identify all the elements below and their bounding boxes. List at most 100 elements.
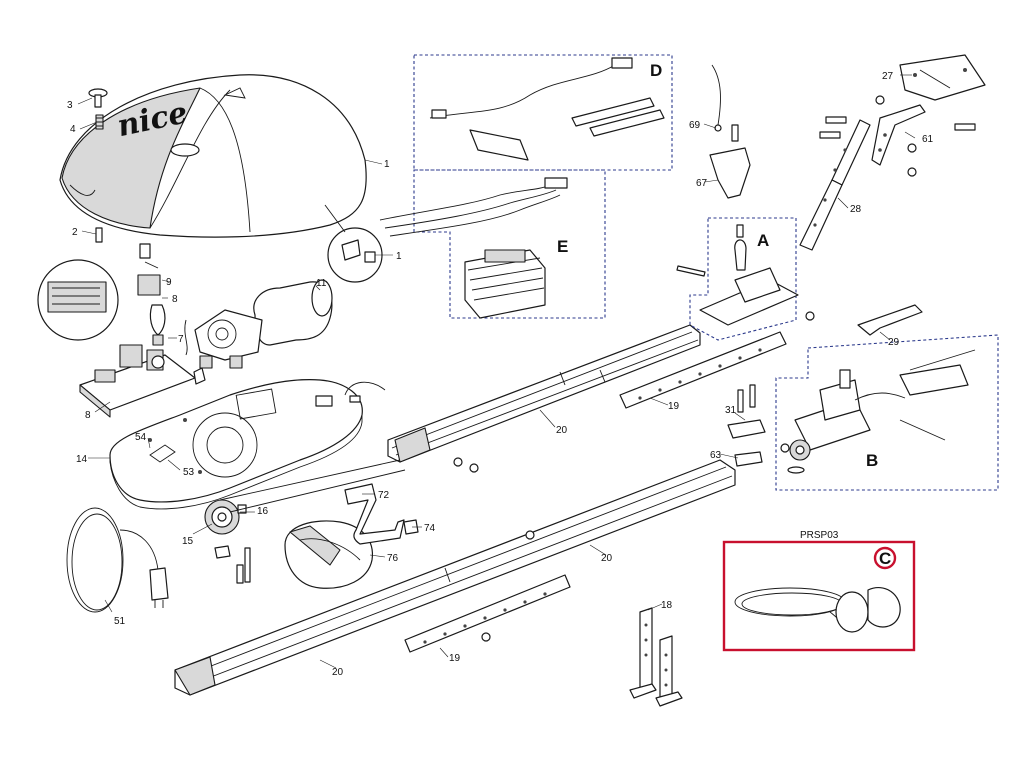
callout-69: 69 xyxy=(689,120,701,131)
control-board-inset xyxy=(37,259,119,341)
callout-53: 53 xyxy=(183,467,195,478)
group-d-label: D xyxy=(650,61,662,80)
bolt-28a xyxy=(819,131,841,139)
nut-61b xyxy=(907,167,917,177)
clip-detail-inset xyxy=(324,204,383,283)
group-e-parts xyxy=(379,177,568,319)
wire xyxy=(184,319,188,356)
kit-c-box xyxy=(722,540,916,652)
callout-18: 18 xyxy=(661,600,673,611)
release-lever xyxy=(857,304,923,336)
lower-rail xyxy=(174,459,736,696)
mounting-bracket xyxy=(344,483,405,545)
group-e-box xyxy=(413,169,606,319)
callout-4: 4 xyxy=(70,124,76,135)
group-b-box xyxy=(775,334,999,491)
leader-lines xyxy=(77,74,916,669)
perforated-strap-upper xyxy=(619,331,787,409)
bolt-28b xyxy=(825,116,847,124)
callout-9: 9 xyxy=(166,277,172,288)
relay-connector xyxy=(137,243,161,296)
callout-31: 31 xyxy=(725,405,737,416)
bolt-b xyxy=(749,384,756,408)
cover-screw xyxy=(88,88,108,130)
perforated-strap-lower xyxy=(404,574,571,653)
group-d-parts xyxy=(429,57,665,161)
nut-rail-3 xyxy=(481,632,491,642)
callout-1-clip: 1 xyxy=(396,251,402,262)
callout-15: 15 xyxy=(182,536,194,547)
ceiling-bracket-27 xyxy=(899,54,986,101)
callout-20-upper: 20 xyxy=(556,425,568,436)
nut-rail-2 xyxy=(469,463,479,473)
callout-20-lower: 20 xyxy=(332,667,344,678)
gear-motor xyxy=(194,279,333,369)
nut-63 xyxy=(780,443,790,453)
group-a-parts xyxy=(676,224,799,326)
callout-19-upper: 19 xyxy=(668,401,680,412)
base-plate xyxy=(109,379,363,510)
lamp-bulb xyxy=(149,304,166,346)
callout-51: 51 xyxy=(114,616,126,627)
callout-76: 76 xyxy=(387,553,399,564)
callout-3: 3 xyxy=(67,100,73,111)
kit-c-parts xyxy=(734,546,901,633)
callout-7: 7 xyxy=(178,334,184,345)
callout-27: 27 xyxy=(882,71,894,82)
nut-61a xyxy=(907,143,917,153)
pulley-housing xyxy=(284,520,373,589)
nut-rail-5 xyxy=(805,311,815,321)
callout-8-board: 8 xyxy=(85,410,91,421)
kit-code-label: PRSP03 xyxy=(800,530,839,541)
callout-20-mid: 20 xyxy=(601,553,613,564)
angle-bracket-31 xyxy=(727,419,766,439)
callout-28: 28 xyxy=(850,204,862,215)
callout-16: 16 xyxy=(257,506,269,517)
control-board xyxy=(79,344,196,418)
l-bracket-61 xyxy=(871,104,926,166)
callout-8-top: 8 xyxy=(172,294,178,305)
group-e-label: E xyxy=(557,237,568,256)
small-screw xyxy=(95,227,103,243)
long-pin xyxy=(244,547,251,583)
nut xyxy=(214,545,231,559)
group-d-box xyxy=(413,54,673,171)
callout-67: 67 xyxy=(696,178,708,189)
callout-numbers: 3 4 2 1 1 9 8 7 8 11 14 54 53 15 16 51 7… xyxy=(67,71,934,678)
drive-belt xyxy=(219,459,406,513)
callout-2: 2 xyxy=(72,227,78,238)
power-cable xyxy=(66,507,169,613)
group-b-label: B xyxy=(866,451,878,470)
nut-rail-4 xyxy=(525,530,535,540)
small-clip xyxy=(193,367,206,385)
callout-14: 14 xyxy=(76,454,88,465)
plate-63 xyxy=(734,451,763,467)
bolt-a xyxy=(737,389,744,413)
callout-29: 29 xyxy=(888,337,900,348)
group-a-label: A xyxy=(757,231,769,250)
wire-clip xyxy=(344,381,386,396)
wall-bracket xyxy=(629,607,683,707)
callout-72: 72 xyxy=(378,490,390,501)
nut-rail-1 xyxy=(453,457,463,467)
bolt-61 xyxy=(954,123,976,131)
upper-rail-joint xyxy=(559,371,566,386)
drive-sprocket xyxy=(204,499,247,535)
strap-28 xyxy=(799,119,871,251)
callout-11: 11 xyxy=(316,278,327,289)
callout-19-lower: 19 xyxy=(449,653,461,664)
callout-61: 61 xyxy=(922,134,934,145)
upper-rail xyxy=(387,324,701,463)
nut-top xyxy=(875,95,885,105)
callout-74: 74 xyxy=(424,523,436,534)
bolt-74 xyxy=(403,519,419,535)
callout-63: 63 xyxy=(710,450,722,461)
callout-54: 54 xyxy=(135,432,147,443)
callout-1-cover: 1 xyxy=(384,159,390,170)
group-b-parts xyxy=(787,349,976,474)
bolt xyxy=(236,564,244,584)
cable-hanger xyxy=(709,64,751,199)
wire-clip-block xyxy=(349,395,361,403)
group-a-box xyxy=(689,217,797,341)
